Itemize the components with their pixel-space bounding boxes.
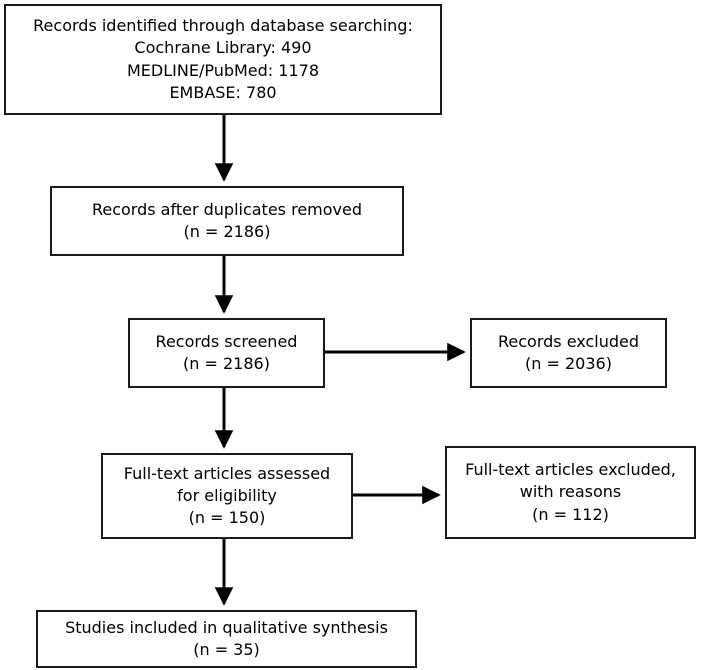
records-screened-box: Records screened (n = 2186) <box>128 318 325 388</box>
studies-included-box: Studies included in qualitative synthesi… <box>36 610 417 668</box>
full-text-assessed-line-1: Full-text articles assessed <box>123 463 331 483</box>
full-text-excluded-line-1: Full-text articles excluded, <box>465 460 676 480</box>
records-identified-medline: MEDLINE/PubMed: 1178 <box>127 60 319 80</box>
full-text-assessed-count: (n = 150) <box>188 508 266 528</box>
records-identified-box: Records identified through database sear… <box>4 4 442 115</box>
records-identified-line-1: Records identified through database sear… <box>33 16 413 36</box>
full-text-excluded-line-2: with reasons <box>519 482 622 502</box>
studies-included-count: (n = 35) <box>193 640 260 659</box>
full-text-articles-assessed-box: Full-text articles assessed for eligibil… <box>101 453 353 539</box>
records-excluded-count: (n = 2036) <box>525 354 612 373</box>
records-after-duplicates-label: Records after duplicates removed <box>91 199 363 219</box>
studies-included-label: Studies included in qualitative synthesi… <box>65 617 388 637</box>
full-text-excluded-count: (n = 112) <box>532 504 609 524</box>
full-text-articles-excluded-box: Full-text articles excluded, with reason… <box>445 446 696 539</box>
records-after-duplicates-count: (n = 2186) <box>183 222 271 241</box>
records-excluded-box: Records excluded (n = 2036) <box>470 318 667 388</box>
records-after-duplicates-removed-box: Records after duplicates removed (n = 21… <box>50 186 404 256</box>
records-excluded-label: Records excluded <box>498 331 639 351</box>
records-identified-cochrane: Cochrane Library: 490 <box>134 38 312 58</box>
records-identified-embase: EMBASE: 780 <box>169 82 277 102</box>
records-screened-count: (n = 2186) <box>183 354 270 373</box>
full-text-assessed-line-2: for eligibility <box>177 485 277 505</box>
records-screened-label: Records screened <box>155 331 298 351</box>
